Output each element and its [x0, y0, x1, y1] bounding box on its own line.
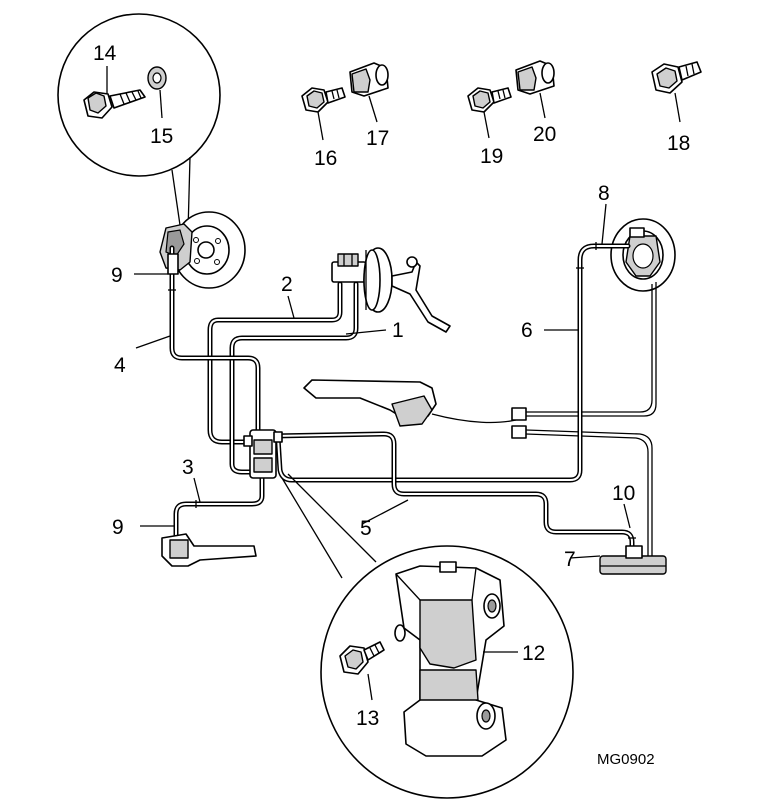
callout-8: 8	[598, 182, 610, 205]
callout-13: 13	[356, 707, 379, 730]
callout-5: 5	[360, 517, 372, 540]
callout-14: 14	[93, 42, 117, 65]
detail-circle-valve: 12 13	[281, 473, 574, 799]
brake-pipes	[168, 242, 636, 555]
washer-part	[147, 66, 167, 90]
callout-10: 10	[612, 482, 635, 505]
callout-19: 19	[480, 145, 503, 168]
callout-3: 3	[182, 456, 194, 479]
pressure-valve-part	[394, 561, 507, 757]
diagram-code: MG0902	[597, 751, 655, 768]
caliper-bolt-part	[83, 89, 146, 119]
callout-18: 18	[667, 132, 690, 155]
union-nut-17: 17	[349, 62, 389, 150]
union-nut-20: 20	[515, 60, 556, 146]
callout-12: 12	[522, 642, 545, 665]
rear-brake-lower	[599, 545, 667, 575]
hex-bolt-16: 16	[301, 87, 346, 170]
callout-leaders	[135, 203, 631, 559]
callout-1: 1	[392, 319, 404, 342]
flexi-hose-upper: 9	[111, 253, 179, 287]
callout-4: 4	[114, 354, 126, 377]
callout-9-upper: 9	[111, 264, 123, 287]
callout-15: 15	[150, 125, 173, 148]
rear-brake-drum-right	[610, 218, 676, 292]
callout-16: 16	[314, 147, 337, 170]
detail-circle-caliper-bolt: 14 15	[57, 13, 221, 233]
callout-20: 20	[533, 123, 556, 146]
handbrake-assembly	[303, 282, 657, 558]
callout-2: 2	[281, 273, 293, 296]
callout-17: 17	[366, 127, 389, 150]
valve-small	[243, 429, 283, 479]
master-cylinder-servo	[331, 247, 451, 333]
callout-9-lower: 9	[112, 516, 124, 539]
hex-bolt-18: 18	[651, 61, 702, 155]
hex-bolt-19: 19	[467, 87, 512, 168]
callout-7: 7	[564, 548, 576, 571]
valve-bolt-part	[339, 641, 385, 675]
callout-6: 6	[521, 319, 533, 342]
front-caliper-lower: 9	[112, 516, 257, 567]
